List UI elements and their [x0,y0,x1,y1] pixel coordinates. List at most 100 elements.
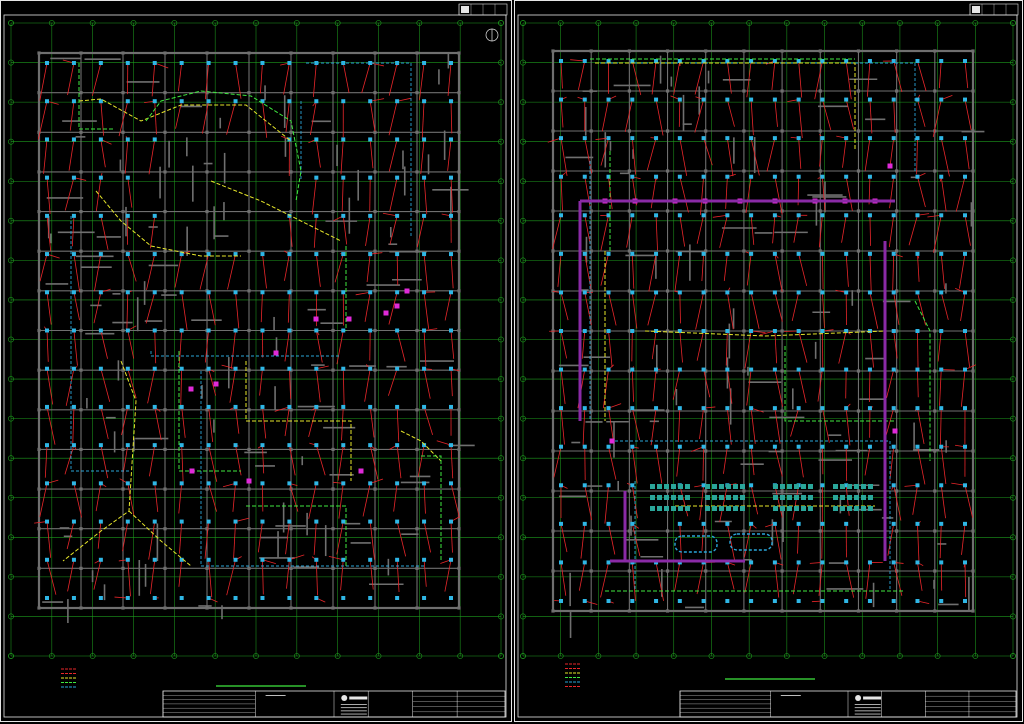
axis-bubble-right [1010,217,1016,224]
structural-column [163,447,167,452]
trunk-cable-cyan [200,371,426,567]
loop-cable-yellow [210,180,342,242]
structural-column [933,569,937,573]
structural-column [121,328,125,333]
structural-column [742,609,746,613]
branch-cable-red [774,446,783,477]
branch-cable-red [369,521,375,560]
detector-device [233,290,238,295]
structural-column [856,129,861,133]
detector-device [654,444,659,449]
structural-column [247,487,251,491]
branch-cable-red [289,483,299,512]
detector-device [891,251,896,256]
detector-device [368,443,373,448]
structural-column [627,409,631,413]
detector-device [152,557,157,562]
branch-cable-red [867,60,871,97]
detector-device [844,136,849,141]
detector-device [98,519,103,524]
detector-device [45,366,49,371]
loop-cable-green [145,90,302,202]
detector-device [98,481,103,486]
detector-device [606,59,611,63]
branch-cable-red [651,330,657,360]
structural-column [895,569,899,573]
branch-cable-red [842,138,847,168]
equipment-cabinet [650,484,655,489]
detector-device [395,99,400,104]
structural-column [971,89,975,93]
detector-device [98,366,103,371]
detector-device [891,59,896,63]
detector-device [206,519,211,524]
branch-cable-red [560,369,566,404]
structural-column [331,249,335,253]
branch-cable-red [361,62,371,94]
branch-cable-red [746,60,752,98]
branch-cable-red [289,554,305,561]
detector-device [796,521,801,526]
branch-cable-red [202,101,209,134]
structural-column [121,368,125,372]
axis-bubble-left [520,99,526,106]
module-device-magenta [346,316,352,322]
branch-cable-red [309,101,317,136]
detector-device [963,290,967,295]
detector-device [449,519,453,524]
detector-device [582,444,587,449]
structural-column [121,91,125,95]
equipment-cabinet [801,484,806,489]
detector-device [395,443,400,448]
structural-column [665,609,670,613]
equipment-cabinet [719,506,724,511]
axis-bubble-left [520,138,526,145]
branch-cable-red [917,60,927,92]
branch-cable-red [149,215,156,249]
branch-cable-red [208,559,213,598]
branch-cable-red [570,59,585,62]
structural-column [971,489,975,493]
structural-column [373,368,377,372]
detector-device [125,328,130,333]
axis-bubble-right [498,455,504,462]
branch-cable-red [262,406,267,439]
structural-column [415,447,419,452]
branch-cable-red [93,292,102,324]
structural-column [163,328,167,333]
branch-cable-red [73,254,81,293]
detector-device [915,251,920,256]
detector-device [206,557,211,562]
branch-cable-red [631,446,638,484]
detector-device [654,59,659,63]
branch-cable-red [726,369,733,404]
branch-cable-red [584,485,592,521]
detector-device [98,213,103,218]
structural-column [895,609,899,613]
detector-device [179,290,184,295]
detector-device [179,596,184,600]
branch-cable-red [39,253,48,282]
branch-cable-red [892,253,895,291]
branch-cable-red [315,368,321,403]
detector-device [867,329,872,333]
title-block-text-mark [340,707,367,709]
branch-cable-red [338,483,344,519]
branch-cable-red [154,483,159,512]
structural-column [247,328,251,333]
structural-column [627,609,631,613]
loop-cable-green [914,300,931,461]
branch-cable-red [313,521,317,555]
detector-device [98,61,103,65]
structural-column [627,169,631,173]
branch-cable-red [289,445,296,476]
structural-column [37,566,41,570]
equipment-cabinet [733,495,738,500]
structural-column [415,91,419,95]
detector-device [71,557,76,562]
trunk-cable-cyan [70,216,131,472]
branch-cable-red [631,253,635,289]
branch-cable-red [819,138,823,167]
detector-device [341,596,346,600]
branch-cable-red [655,215,658,251]
